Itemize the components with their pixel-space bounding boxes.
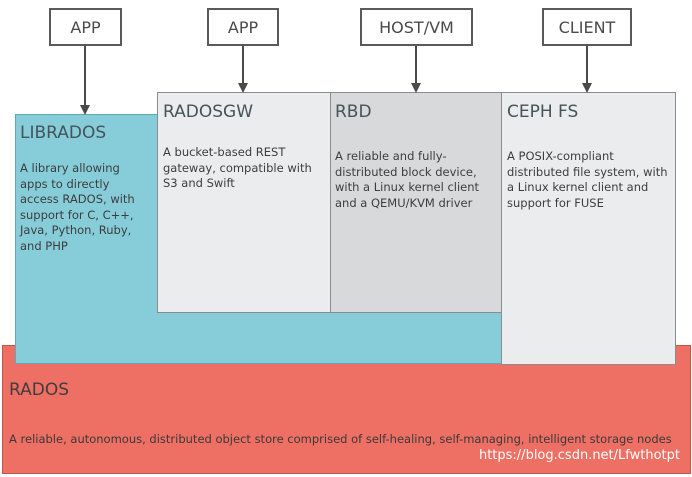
radosgw-description: A bucket-based REST gateway, compatible …	[163, 145, 312, 190]
rbd-title: RBD	[335, 102, 372, 122]
librados-title: LIBRADOS	[20, 123, 107, 143]
rbd-box: RBD A reliable and fully-distributed blo…	[330, 92, 502, 313]
radosgw-title: RADOSGW	[163, 102, 253, 122]
client-box: CLIENT	[542, 8, 632, 46]
librados-description: A library allowing apps to directly acce…	[20, 161, 135, 253]
rbd-description: A reliable and fully-distributed block d…	[335, 149, 480, 210]
rados-title: RADOS	[9, 380, 70, 400]
app-box-1: APP	[49, 8, 122, 46]
watermark: https://blog.csdn.net/Lfwthotpt	[478, 448, 680, 463]
rados-description: A reliable, autonomous, distributed obje…	[9, 432, 672, 446]
cephfs-title: CEPH FS	[507, 102, 579, 122]
cephfs-box: CEPH FS A POSIX-compliant distributed fi…	[501, 92, 676, 365]
app-box-2: APP	[207, 8, 279, 46]
rados-layer: RADOS A reliable, autonomous, distribute…	[2, 345, 691, 474]
cephfs-description: A POSIX-compliant distributed file syste…	[507, 149, 668, 210]
host-vm-box: HOST/VM	[360, 8, 473, 46]
